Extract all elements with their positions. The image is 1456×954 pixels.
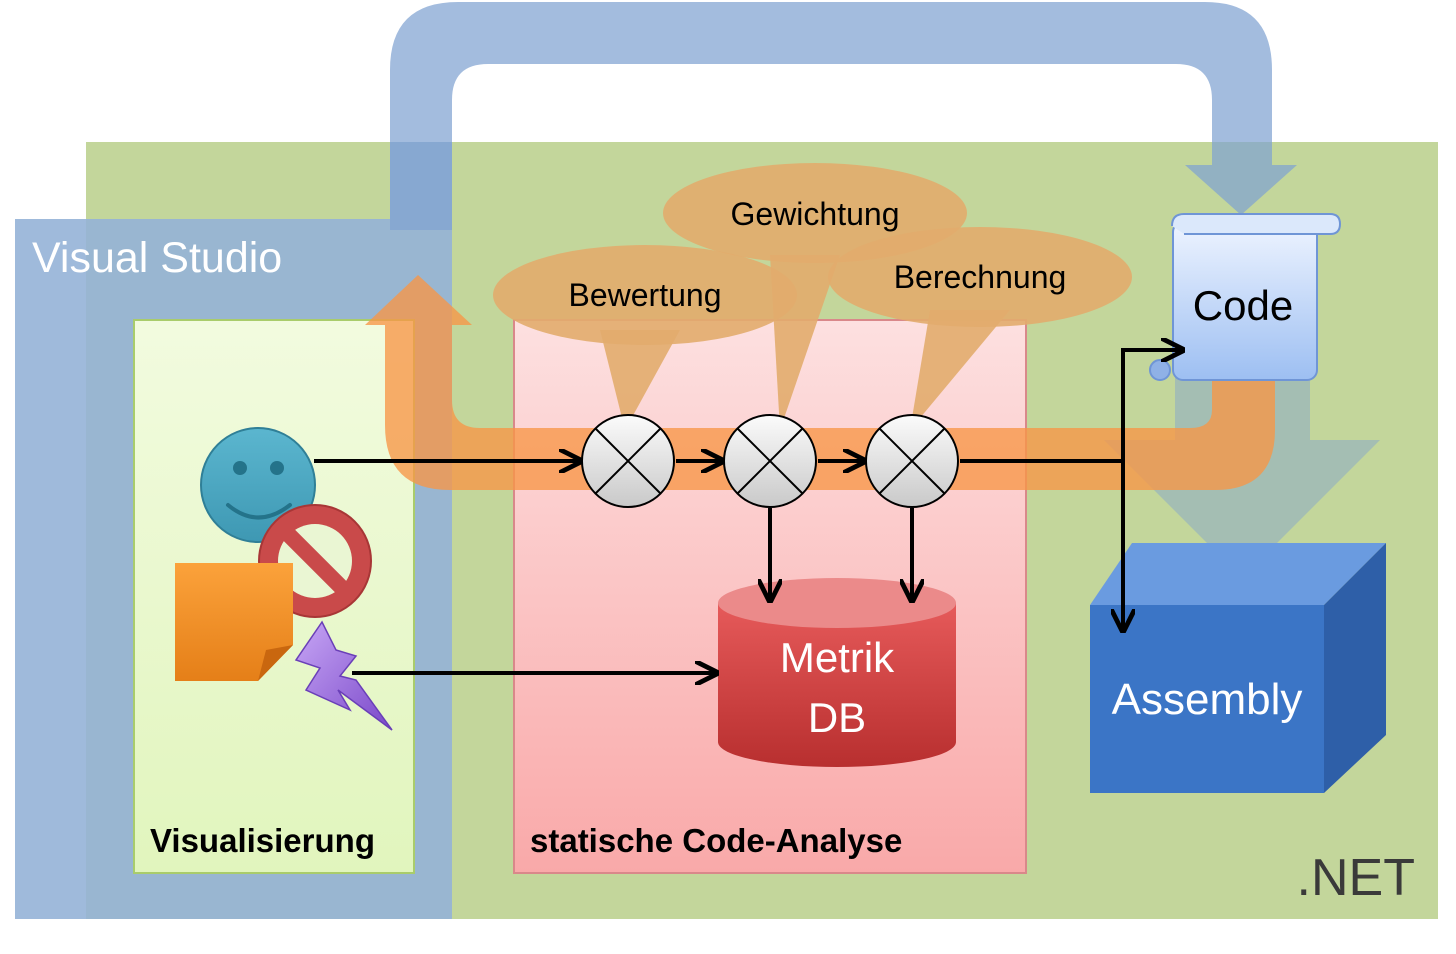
sticky-note-icon: [175, 563, 293, 681]
db-label-line1: Metrik: [780, 634, 895, 681]
berechnung-label: Berechnung: [894, 259, 1067, 295]
deploy-arrow: [390, 2, 1297, 230]
process-connectors: [314, 350, 1180, 673]
process-node-gewichtung: [723, 414, 817, 508]
process-node-bewertung: [581, 414, 675, 508]
db-label-line2: DB: [808, 694, 866, 741]
metrik-db-cylinder: Metrik DB: [718, 578, 956, 767]
callout-berechnung: Berechnung: [828, 227, 1132, 430]
process-node-berechnung: [865, 414, 959, 508]
net-label: .NET: [1297, 849, 1415, 907]
code-label: Code: [1193, 282, 1293, 329]
callout-bewertung: Bewertung: [493, 245, 797, 430]
gewichtung-label: Gewichtung: [731, 196, 900, 232]
bewertung-label: Bewertung: [569, 277, 722, 313]
assembly-label: Assembly: [1112, 675, 1303, 724]
branch-to-code-arrow: [1121, 350, 1180, 461]
visualisierung-label: Visualisierung: [150, 822, 375, 859]
code-scroll: Code: [1149, 213, 1342, 381]
assembly-cube: Assembly: [1090, 543, 1386, 793]
visual-studio-label: Visual Studio: [32, 234, 282, 282]
analysis-label: statische Code-Analyse: [530, 822, 902, 859]
lightning-bolt-icon: [294, 620, 393, 731]
